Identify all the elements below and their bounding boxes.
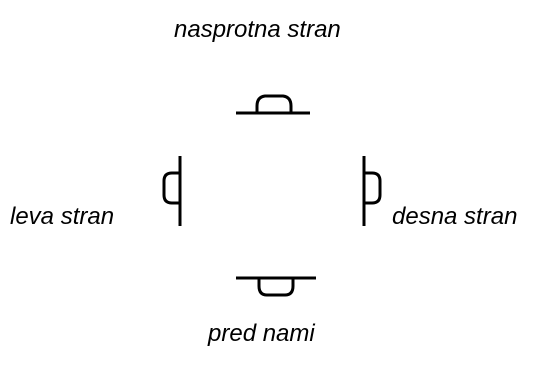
seat-symbol-right <box>362 156 382 226</box>
seat-symbol-left <box>162 156 182 226</box>
label-opposite-side: nasprotna stran <box>174 16 341 43</box>
seat-symbol-top <box>236 94 310 115</box>
label-left-side: leva stran <box>10 203 115 230</box>
seat-symbol-bottom <box>236 276 316 297</box>
label-in-front: pred nami <box>208 320 315 347</box>
label-right-side: desna stran <box>392 203 518 230</box>
